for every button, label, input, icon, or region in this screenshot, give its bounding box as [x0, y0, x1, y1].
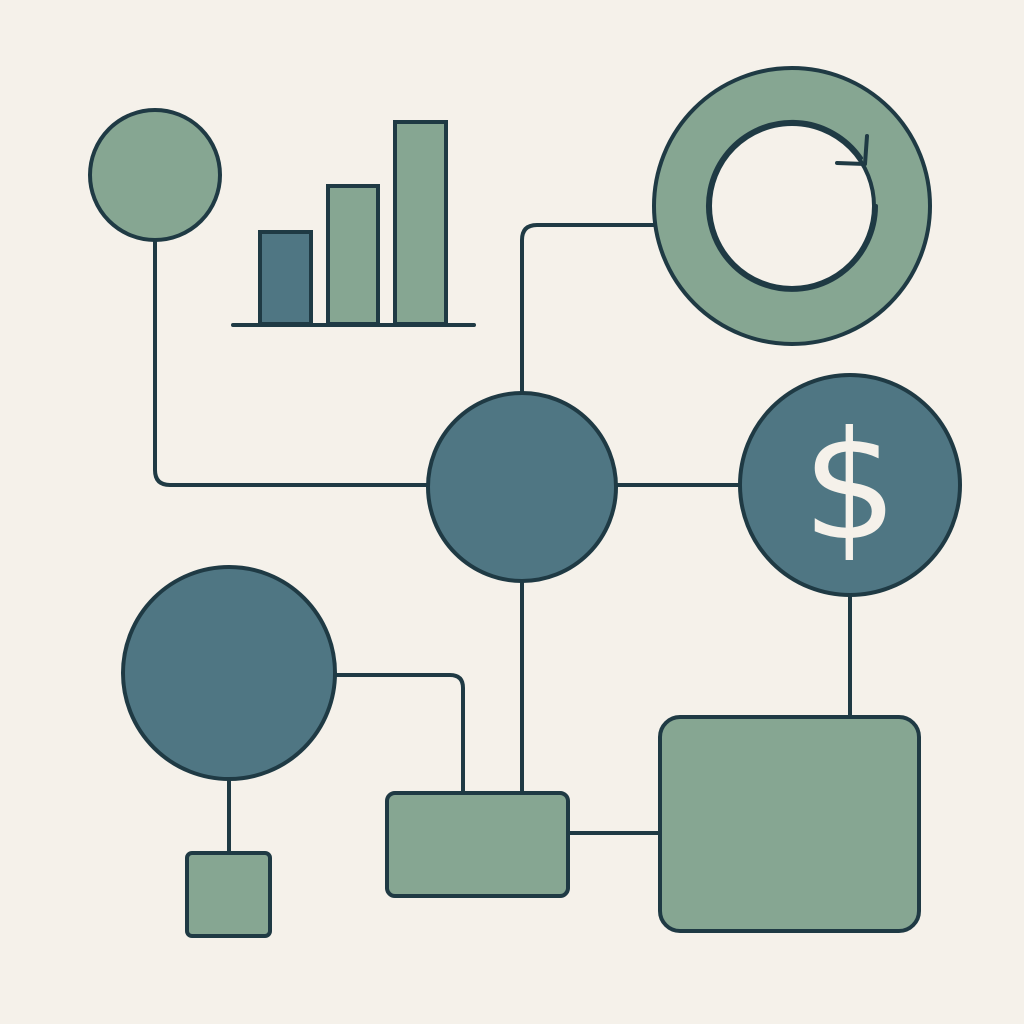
- node-large-rectangle: [658, 715, 921, 933]
- connector-leftcircle-to-mid-rect: [333, 673, 465, 797]
- refresh-ring: [651, 66, 933, 346]
- node-circle-topleft: [88, 108, 222, 242]
- node-hub-circle: [426, 391, 618, 583]
- node-small-square: [185, 851, 272, 938]
- node-circle-bottomleft: [121, 565, 337, 781]
- chart-bar-3: [393, 120, 448, 326]
- bar-chart-icon: [231, 120, 476, 327]
- chart-bar-2: [326, 184, 380, 326]
- dollar-icon: $: [802, 400, 897, 574]
- refresh-arrow-arc: [706, 119, 878, 292]
- chart-bar-1: [258, 230, 313, 326]
- dollar-circle: [738, 373, 962, 597]
- dollar-node: $: [738, 373, 962, 597]
- refresh-arrow-head: [835, 134, 869, 166]
- connector-topleft-to-hub: [153, 238, 432, 487]
- connectors: [153, 223, 852, 855]
- refresh-cycle-icon: [651, 66, 933, 346]
- node-mid-rectangle: [385, 791, 570, 898]
- connector-hub-to-refresh: [520, 223, 658, 394]
